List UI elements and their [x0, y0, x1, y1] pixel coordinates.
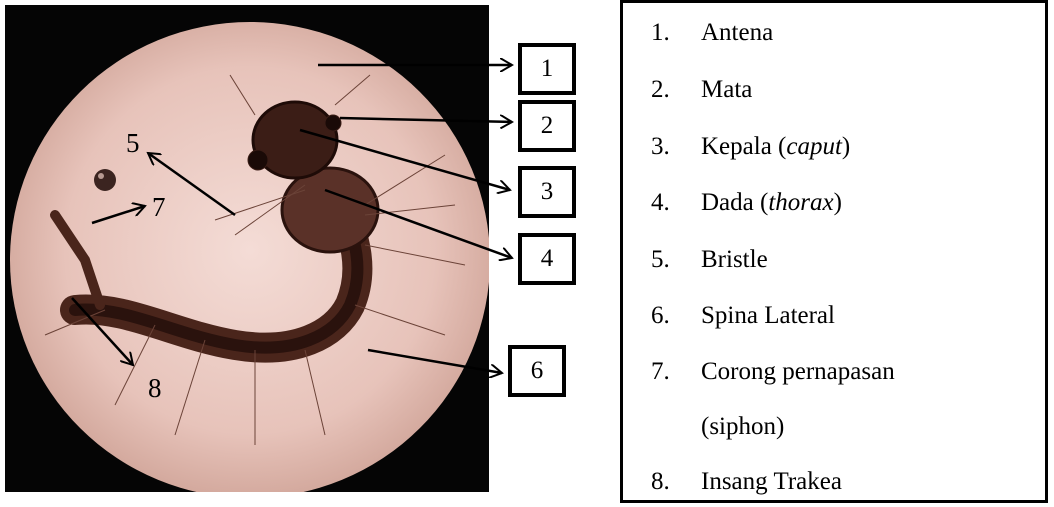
- label-5: 5: [126, 128, 140, 159]
- legend-text: (siphon): [701, 413, 784, 440]
- label-box-2: 2: [518, 100, 576, 152]
- legend-number: 4.: [651, 189, 701, 217]
- air-bubble: [94, 169, 116, 191]
- legend-number: 6.: [651, 302, 701, 330]
- legend-text: Antena: [701, 19, 773, 46]
- legend-item-kepala: 3.Kepala (caput): [651, 133, 850, 161]
- legend-text-pre: Dada (: [701, 189, 768, 216]
- legend-item-insang-trakea: 8.Insang Trakea: [651, 468, 842, 496]
- legend-text: Corong pernapasan: [701, 358, 895, 385]
- label-box-4: 4: [518, 233, 576, 285]
- label-7: 7: [152, 192, 166, 223]
- label-8: 8: [148, 373, 162, 404]
- legend-text: Spina Lateral: [701, 302, 835, 329]
- legend-text-post: ): [834, 189, 842, 216]
- legend-text: Mata: [701, 76, 752, 103]
- microscope-photo: [5, 5, 489, 492]
- legend-number: 2.: [651, 76, 701, 104]
- legend-text-italic: caput: [786, 133, 842, 160]
- legend-text-pre: Kepala (: [701, 133, 786, 160]
- legend-item-mata: 2.Mata: [651, 76, 752, 104]
- label-box-1: 1: [518, 43, 576, 95]
- legend-text: Bristle: [701, 246, 768, 273]
- legend-text-post: ): [842, 133, 850, 160]
- label-box-3: 3: [518, 166, 576, 218]
- legend-item-spina-lateral: 6.Spina Lateral: [651, 302, 835, 330]
- legend-number: 5.: [651, 246, 701, 274]
- legend-text: Insang Trakea: [701, 468, 842, 495]
- legend-item-corong: 7.Corong pernapasan: [651, 358, 895, 386]
- legend-number: 3.: [651, 133, 701, 161]
- legend-item-bristle: 5.Bristle: [651, 246, 768, 274]
- legend-number: 1.: [651, 19, 701, 47]
- legend-number: 8.: [651, 468, 701, 496]
- legend-item-dada: 4.Dada (thorax): [651, 189, 842, 217]
- legend-item-siphon: (siphon): [651, 413, 784, 441]
- label-box-6: 6: [508, 345, 566, 397]
- legend-item-antena: 1.Antena: [651, 19, 773, 47]
- legend-box: 1.Antena 2.Mata 3.Kepala (caput) 4.Dada …: [620, 0, 1048, 503]
- legend-number: 7.: [651, 358, 701, 386]
- legend-text-italic: thorax: [768, 189, 833, 216]
